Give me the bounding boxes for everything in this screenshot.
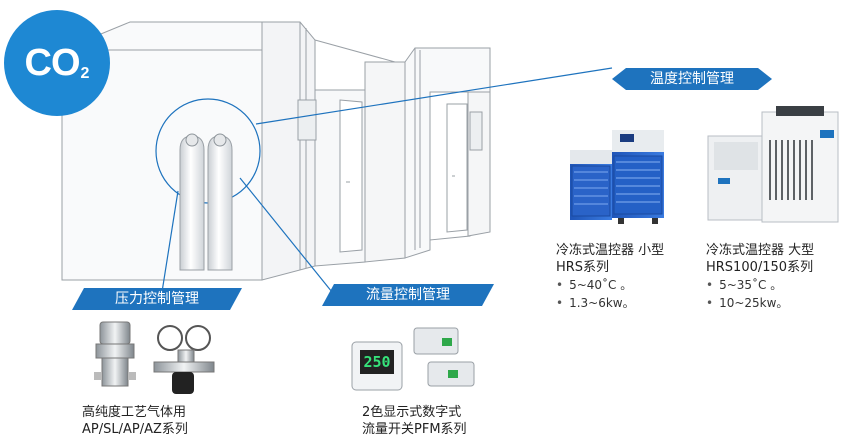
large-chiller-spec: •10~25kw。 (706, 296, 789, 310)
large-chiller-icon (707, 106, 839, 223)
temperature-control-tag: 温度控制管理 (612, 68, 772, 90)
large-chiller-name: 冷冻式温控器 大型 (706, 243, 815, 258)
small-chiller-series: HRS系列 (556, 260, 610, 275)
regulator-caption-line1: 高纯度工艺气体用 (82, 405, 187, 420)
regulator-icon (94, 321, 215, 394)
regulator-caption: 高纯度工艺气体用 AP/SL/AP/AZ系列 (82, 404, 188, 438)
large-chiller-spec: •5~35˚C 。 (706, 278, 783, 292)
small-chiller-name: 冷冻式温控器 小型 (556, 243, 665, 258)
building-outline (61, 21, 491, 281)
pressure-control-tag: 压力控制管理 (72, 288, 242, 310)
small-chiller-spec: •1.3~6kw。 (556, 296, 635, 310)
regulator-caption-line2: AP/SL/AP/AZ系列 (82, 422, 188, 437)
gas-cylinders-icon (179, 133, 233, 271)
small-chiller-icon (570, 130, 664, 224)
co2-badge-text: CO (24, 41, 81, 84)
flow-switch-caption-line2: 流量开关PFM系列 (362, 422, 467, 437)
flow-control-tag: 流量控制管理 (322, 284, 494, 306)
small-chiller-caption: 冷冻式温控器 小型 HRS系列 •5~40˚C 。 •1.3~6kw。 (556, 242, 664, 312)
large-chiller-caption: 冷冻式温控器 大型 HRS100/150系列 •5~35˚C 。 •10~25k… (706, 242, 814, 312)
flow-switch-display: 250 (363, 353, 391, 371)
small-chiller-spec: •5~40˚C 。 (556, 278, 633, 292)
co2-badge-subscript: 2 (80, 65, 90, 82)
large-chiller-series: HRS100/150系列 (706, 260, 814, 275)
co2-badge: CO 2 (4, 10, 110, 116)
flow-switch-caption: 2色显示式数字式 流量开关PFM系列 (362, 404, 467, 438)
flow-switch-caption-line1: 2色显示式数字式 (362, 405, 462, 420)
flow-switch-icon (351, 327, 475, 391)
